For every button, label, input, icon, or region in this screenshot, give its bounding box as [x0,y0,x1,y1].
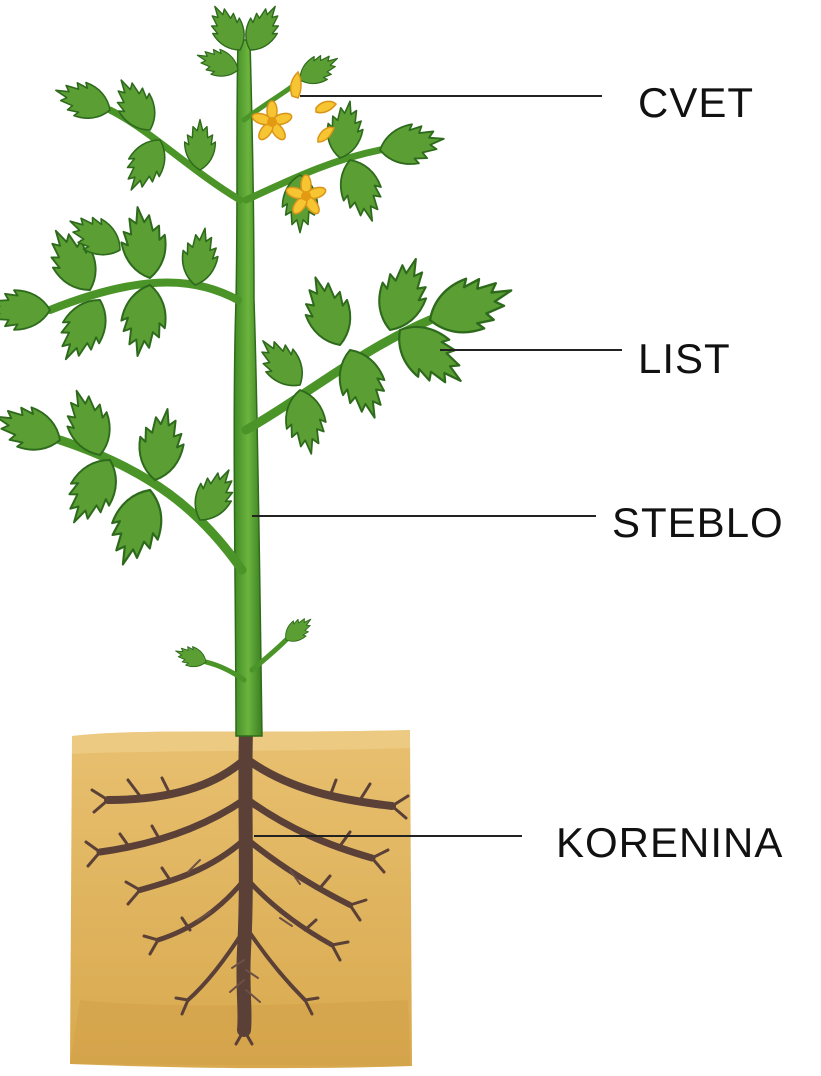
label-korenina: KORENINA [556,822,783,864]
label-steblo: STEBLO [612,502,784,544]
label-cvet: CVET [638,82,754,124]
flower [251,101,293,142]
label-list: LIST [638,338,731,380]
main-stem [234,40,262,736]
